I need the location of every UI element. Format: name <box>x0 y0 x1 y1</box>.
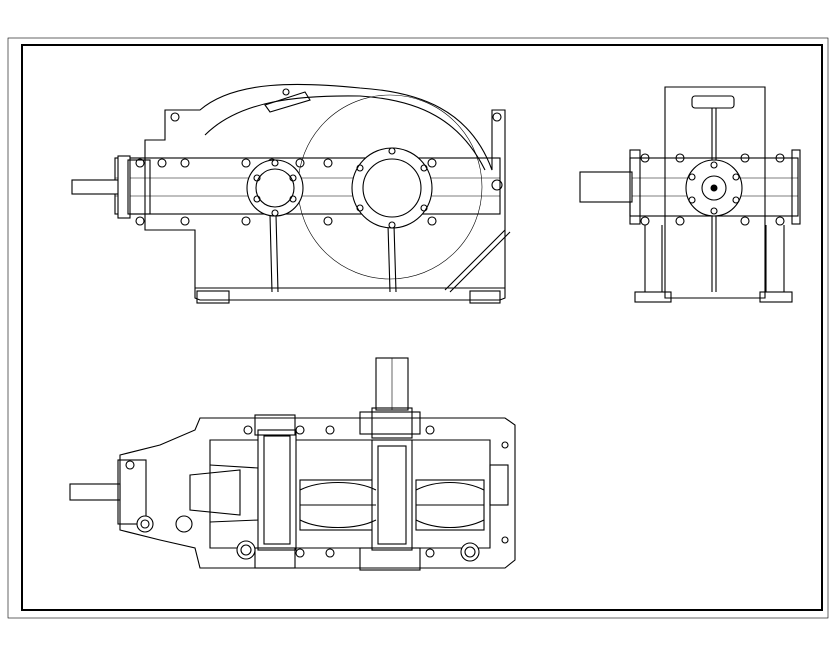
sheet-frame <box>7 37 829 619</box>
front-view <box>71 83 511 304</box>
top-view <box>69 357 516 571</box>
side-view <box>579 86 801 303</box>
